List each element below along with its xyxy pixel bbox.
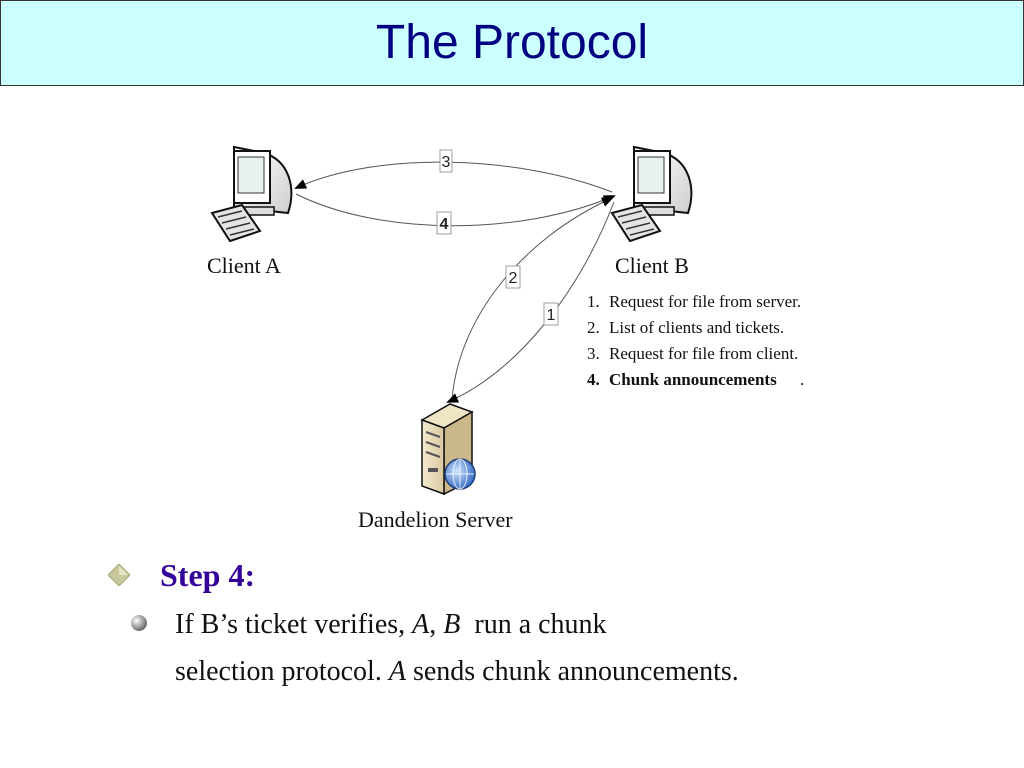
step-3-number: 3. bbox=[587, 344, 600, 363]
client-b-computer-icon bbox=[610, 145, 693, 243]
step-3-text: Request for file from client. bbox=[609, 344, 798, 363]
step-2-number: 2. bbox=[587, 318, 600, 337]
server-label: Dandelion Server bbox=[358, 507, 513, 532]
dandelion-server-icon bbox=[420, 403, 476, 496]
line2-var-a: A bbox=[388, 656, 406, 687]
step-legend: 1. Request for file from server. 2. List… bbox=[587, 292, 804, 389]
arrow-label-3: 3 bbox=[439, 149, 453, 173]
step-4-text: Chunk announcements bbox=[609, 370, 777, 389]
step-4-suffix: . bbox=[800, 370, 804, 389]
diamond-bullet-icon bbox=[108, 564, 130, 586]
client-b-label: Client B bbox=[615, 253, 689, 278]
client-a-label: Client A bbox=[207, 253, 281, 278]
bullet-line-1: If B’s ticket verifies, A, B run a chunk bbox=[175, 608, 607, 642]
arrow-label-4-text: 4 bbox=[440, 216, 449, 233]
step-1-number: 1. bbox=[587, 292, 600, 311]
step-2-text: List of clients and tickets. bbox=[609, 318, 784, 337]
arrow-label-2-text: 2 bbox=[509, 270, 518, 287]
bullet-line-2: selection protocol. A sends chunk announ… bbox=[175, 655, 739, 689]
arrow-label-1: 1 bbox=[543, 302, 559, 326]
sphere-bullet-icon bbox=[131, 615, 147, 631]
arrow-3-path bbox=[294, 161, 613, 193]
arrow-2-path bbox=[451, 197, 614, 401]
line1-pre: If B’s ticket verifies, bbox=[175, 609, 413, 640]
line2-pre: selection protocol. bbox=[175, 656, 389, 687]
slide-title: The Protocol bbox=[375, 16, 649, 69]
line1-var-b: B bbox=[443, 609, 461, 640]
client-a-computer-icon bbox=[210, 145, 293, 243]
arrow-4-path bbox=[295, 193, 616, 227]
arrow-label-1-text: 1 bbox=[547, 307, 556, 324]
line1-var-a: A bbox=[412, 609, 430, 640]
step-heading: Step 4: bbox=[160, 557, 256, 593]
line1-post: run a chunk bbox=[460, 609, 607, 640]
title-bar: The Protocol bbox=[0, 0, 1024, 86]
arrow-label-2: 2 bbox=[505, 265, 521, 289]
arrow-label-3-text: 3 bbox=[442, 154, 451, 171]
step-4-number: 4. bbox=[587, 370, 600, 389]
step-1-text: Request for file from server. bbox=[609, 292, 801, 311]
line2-post: sends chunk announcements. bbox=[405, 656, 739, 687]
line1-comma: , bbox=[429, 609, 444, 640]
arrow-label-4: 4 bbox=[436, 211, 452, 235]
